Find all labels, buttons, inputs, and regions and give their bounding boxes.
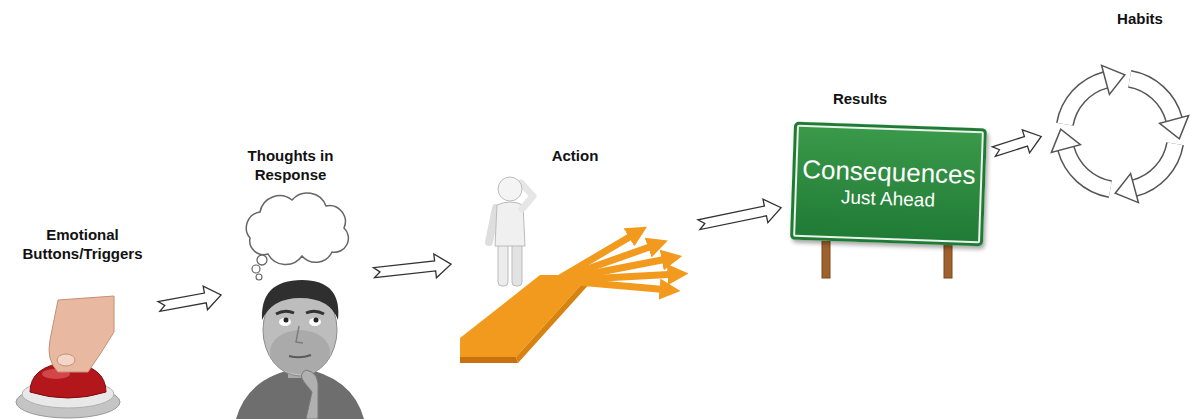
stage-heading: Habits bbox=[1095, 10, 1185, 29]
stage-node: Habits bbox=[1045, 8, 1194, 215]
cycle-arrow-fill bbox=[1130, 79, 1174, 120]
pressing-finger bbox=[49, 296, 114, 372]
cycle-arrow-head bbox=[1051, 129, 1080, 152]
cycle-arrow-outline bbox=[1130, 79, 1174, 120]
thought-bubble bbox=[257, 255, 267, 265]
pupil bbox=[314, 318, 319, 323]
flow-arrow bbox=[992, 130, 1041, 156]
figure-arm bbox=[521, 183, 533, 209]
flow-arrow bbox=[158, 286, 221, 311]
cycle-arrow-head bbox=[1102, 65, 1125, 94]
stage-node: ResultsConsequencesJust Ahead bbox=[785, 88, 990, 283]
cycle-arrow-head bbox=[1115, 174, 1138, 203]
flow-arrow bbox=[698, 199, 781, 229]
eye bbox=[309, 318, 321, 326]
thought-bubble bbox=[252, 265, 260, 273]
hand-on-chin bbox=[301, 370, 318, 419]
orange-road bbox=[460, 275, 590, 357]
stage-heading: Action bbox=[525, 147, 625, 166]
stage-heading: Emotional Buttons/Triggers bbox=[10, 226, 155, 264]
flow-arrow bbox=[373, 254, 451, 278]
mouth bbox=[289, 355, 311, 357]
stage-heading: Results bbox=[800, 90, 920, 109]
thought-cloud bbox=[246, 193, 348, 265]
finger-nail bbox=[57, 354, 75, 366]
thought-bubble bbox=[256, 274, 262, 280]
pupil bbox=[284, 318, 289, 323]
sign-post bbox=[822, 236, 830, 278]
nose bbox=[296, 326, 303, 343]
figure-leg bbox=[498, 242, 508, 286]
cycle-arrow-fill bbox=[1135, 144, 1176, 188]
hair bbox=[262, 280, 338, 320]
cycle-arrow-fill bbox=[1066, 149, 1110, 190]
cycle-arrow-outline bbox=[1135, 144, 1176, 188]
cycle-arrow-outline bbox=[1066, 149, 1110, 190]
choice-arrow bbox=[566, 281, 670, 290]
beard-stubble bbox=[270, 330, 330, 374]
cycle-arrow-head bbox=[1160, 116, 1189, 139]
stage-heading: Thoughts in Response bbox=[228, 147, 353, 185]
sign-text: Consequences bbox=[802, 155, 976, 191]
eye bbox=[279, 318, 291, 326]
eyebrows bbox=[276, 311, 324, 314]
stage-node: Thoughts in Response bbox=[225, 143, 370, 419]
road-edge bbox=[460, 357, 518, 363]
cycle-arrow-outline bbox=[1065, 80, 1106, 124]
road-sign: ConsequencesJust Ahead bbox=[790, 122, 987, 247]
stage-node: Emotional Buttons/Triggers bbox=[10, 222, 155, 419]
sign-text: Just Ahead bbox=[841, 186, 936, 211]
figure-leg bbox=[512, 242, 522, 286]
sign-post bbox=[944, 240, 952, 278]
figure-head bbox=[498, 177, 522, 201]
stage-node: Action bbox=[455, 143, 695, 358]
cycle-arrow-fill bbox=[1065, 80, 1106, 124]
road-edge bbox=[516, 275, 592, 363]
